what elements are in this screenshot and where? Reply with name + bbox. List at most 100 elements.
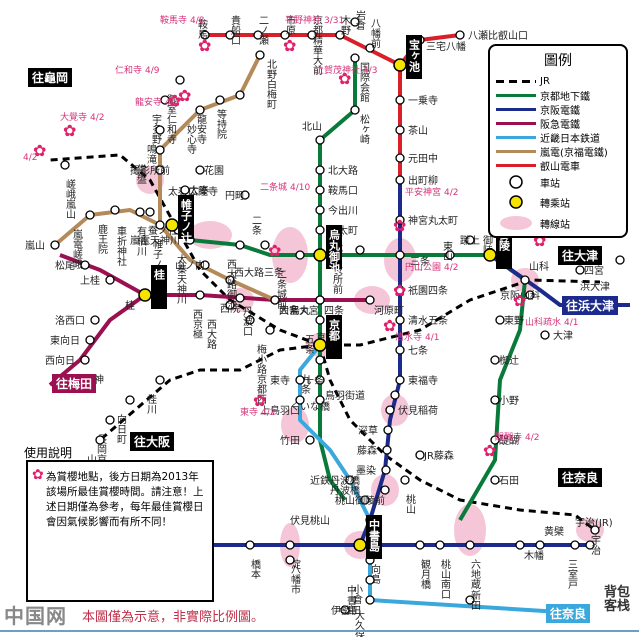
station-marker[interactable] (395, 250, 405, 260)
station-marker[interactable] (465, 540, 475, 550)
station-marker[interactable] (382, 445, 392, 455)
station-marker[interactable] (175, 75, 185, 85)
station-marker[interactable] (280, 30, 290, 40)
station-marker[interactable] (415, 450, 425, 460)
station-marker[interactable] (145, 207, 155, 217)
transfer-station-marker[interactable] (165, 218, 179, 232)
station-marker[interactable] (295, 395, 305, 405)
station-marker[interactable] (525, 290, 535, 300)
station-marker[interactable] (395, 215, 405, 225)
station-marker[interactable] (245, 540, 255, 550)
station-marker[interactable] (495, 315, 505, 325)
station-marker[interactable] (270, 295, 280, 305)
station-marker[interactable] (395, 95, 405, 105)
station-marker[interactable] (490, 435, 500, 445)
station-marker[interactable] (307, 30, 317, 40)
station-marker[interactable] (160, 95, 170, 105)
station-marker[interactable] (155, 375, 165, 385)
station-marker[interactable] (395, 285, 405, 295)
station-marker[interactable] (255, 50, 265, 60)
station-marker[interactable] (400, 475, 410, 485)
station-marker[interactable] (200, 260, 210, 270)
station-marker[interactable] (80, 355, 90, 365)
station-marker[interactable] (350, 53, 360, 63)
station-marker[interactable] (110, 205, 120, 215)
station-marker[interactable] (575, 265, 585, 275)
station-marker[interactable] (180, 185, 190, 195)
station-marker[interactable] (490, 395, 500, 405)
station-marker[interactable] (360, 495, 370, 505)
station-marker[interactable] (465, 595, 475, 605)
station-marker[interactable] (155, 220, 165, 230)
station-marker[interactable] (315, 165, 325, 175)
station-marker[interactable] (365, 295, 375, 305)
station-marker[interactable] (445, 250, 455, 260)
transfer-station-marker[interactable] (138, 288, 152, 302)
station-marker[interactable] (155, 165, 165, 175)
station-marker[interactable] (85, 210, 95, 220)
station-marker[interactable] (295, 375, 305, 385)
station-marker[interactable] (105, 275, 115, 285)
station-marker[interactable] (60, 160, 70, 170)
station-marker[interactable] (520, 275, 530, 285)
station-marker[interactable] (125, 395, 135, 405)
transfer-station-marker[interactable] (483, 248, 497, 262)
station-marker[interactable] (95, 435, 105, 445)
station-marker[interactable] (395, 125, 405, 135)
station-marker[interactable] (135, 207, 145, 217)
station-marker[interactable] (315, 395, 325, 405)
station-marker[interactable] (395, 175, 405, 185)
station-marker[interactable] (245, 315, 255, 325)
station-marker[interactable] (285, 555, 295, 565)
station-marker[interactable] (350, 17, 360, 27)
station-marker[interactable] (195, 105, 205, 115)
transfer-station-marker[interactable] (313, 248, 327, 262)
station-marker[interactable] (105, 415, 115, 425)
station-marker[interactable] (195, 165, 205, 175)
station-marker[interactable] (345, 475, 355, 485)
station-marker[interactable] (350, 105, 360, 115)
station-marker[interactable] (315, 205, 325, 215)
station-marker[interactable] (455, 30, 465, 40)
sakura-spot-label[interactable]: 4/2 (23, 153, 37, 163)
station-marker[interactable] (225, 300, 235, 310)
station-marker[interactable] (155, 145, 165, 155)
station-marker[interactable] (225, 30, 235, 40)
station-marker[interactable] (381, 465, 391, 475)
station-marker[interactable] (340, 605, 350, 615)
station-marker[interactable] (335, 30, 345, 40)
station-marker[interactable] (490, 355, 500, 365)
station-marker[interactable] (365, 575, 375, 585)
station-marker[interactable] (570, 540, 580, 550)
station-marker[interactable] (365, 43, 375, 53)
station-marker[interactable] (590, 525, 600, 535)
station-marker[interactable] (315, 295, 325, 305)
station-marker[interactable] (315, 375, 325, 385)
station-marker[interactable] (235, 293, 245, 303)
station-marker[interactable] (225, 275, 235, 285)
station-marker[interactable] (365, 595, 375, 605)
transfer-station-marker[interactable] (393, 58, 407, 72)
station-marker[interactable] (285, 540, 295, 550)
station-marker[interactable] (390, 390, 400, 400)
station-marker[interactable] (305, 435, 315, 445)
station-marker[interactable] (490, 475, 500, 485)
station-marker[interactable] (380, 485, 390, 495)
station-marker[interactable] (315, 135, 325, 145)
station-marker[interactable] (85, 335, 95, 345)
station-marker[interactable] (215, 95, 225, 105)
station-marker[interactable] (465, 235, 475, 245)
station-marker[interactable] (295, 250, 305, 260)
station-marker[interactable] (253, 30, 263, 40)
